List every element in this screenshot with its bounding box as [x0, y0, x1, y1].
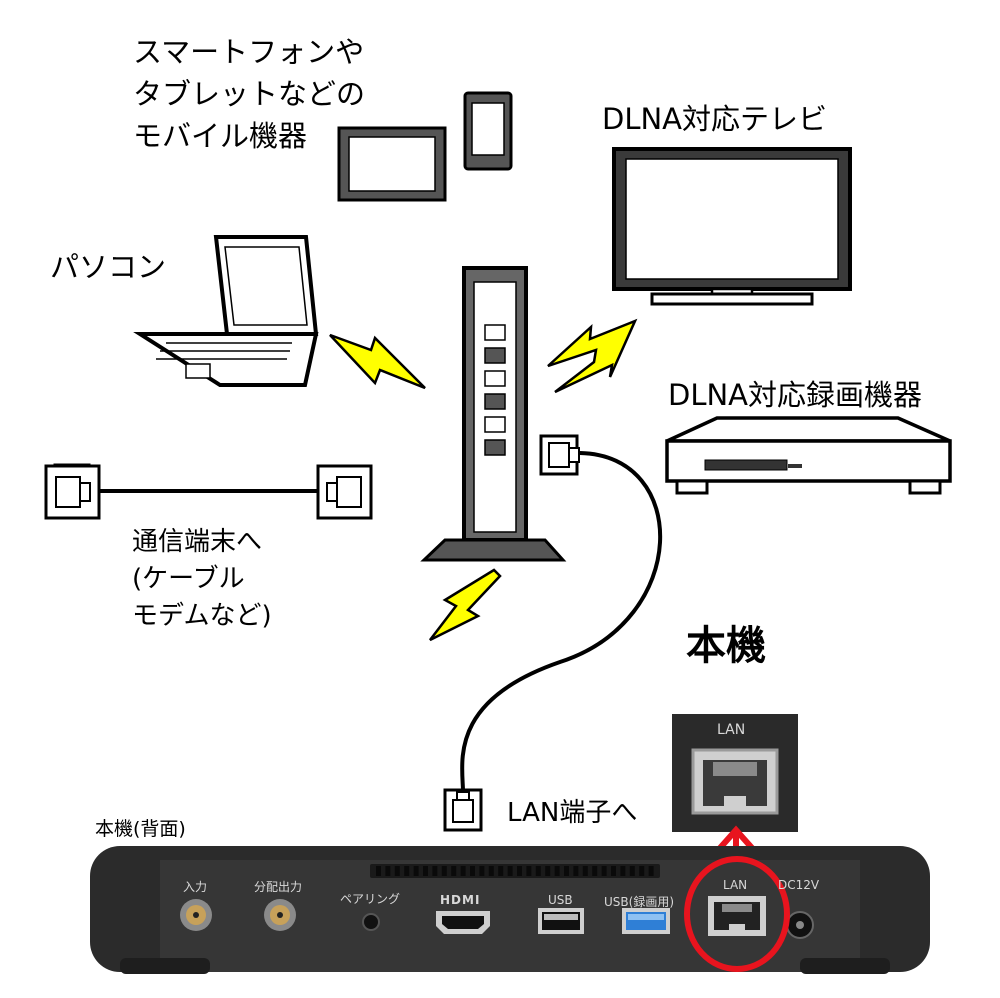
vent-slot [582, 866, 588, 876]
vent-slot [394, 866, 400, 876]
vent-slot [498, 866, 504, 876]
vent-slot [488, 866, 494, 876]
vent-slot [385, 866, 391, 876]
rj45-plug-icon [443, 788, 483, 832]
vent-slot [423, 866, 428, 876]
lan-cable-label: LAN端子へ [507, 798, 638, 828]
vent-slot [629, 866, 635, 876]
vent-slot [479, 866, 485, 876]
vent-slot [376, 866, 381, 876]
tablet-icon [337, 126, 447, 202]
dc-port [786, 911, 814, 939]
usb-port [538, 908, 584, 934]
modem-label-line2: (ケーブル [132, 564, 245, 594]
tv-label: DLNA対応テレビ [602, 102, 828, 136]
vent-slot [601, 866, 607, 876]
tv-icon [612, 147, 852, 306]
vent-slot [554, 866, 560, 876]
lan-cable [443, 434, 663, 832]
usb-rec-port [622, 908, 670, 934]
vent-slot [460, 866, 466, 876]
vent-slot [648, 866, 654, 876]
vent-slot [564, 866, 569, 876]
lan-port [708, 896, 766, 936]
vent-slot [470, 866, 475, 876]
port-label-split-out: 分配出力 [254, 880, 303, 894]
port-label-pairing: ペアリング [340, 892, 401, 906]
vent-slots [376, 866, 654, 876]
rj45-plug-icon [539, 434, 580, 476]
port-label-input: 入力 [183, 880, 208, 894]
hdmi-port [436, 911, 490, 934]
port-label-lan: LAN [723, 878, 748, 892]
device-label: 本機 [686, 623, 766, 669]
port-label-usb: USB [548, 893, 573, 907]
vent-slot [413, 866, 419, 876]
modem-cable [44, 463, 373, 520]
recorder-label: DLNA対応録画機器 [668, 378, 923, 412]
vent-slot [517, 866, 522, 876]
rear-title: 本機(背面) [95, 818, 186, 840]
lan-port-inset [672, 714, 798, 832]
pc-label: パソコン [50, 250, 167, 284]
vent-slot [545, 866, 551, 876]
vent-slot [441, 866, 447, 876]
mobile-label-line2: タブレットなどの [133, 77, 366, 111]
recorder-icon [665, 416, 952, 495]
modem-label-line1: 通信端末へ [132, 527, 263, 557]
port-label-usb-rec: USB(録画用) [604, 895, 674, 909]
router-icon [420, 266, 567, 562]
lan-highlight-circle [684, 856, 790, 972]
coax-output-port [264, 899, 296, 931]
vent-slot [507, 866, 513, 876]
port-label-dc: DC12V [778, 878, 820, 892]
port-label-hdmi: HDMI [440, 893, 481, 907]
vent-slot [611, 866, 616, 876]
vent-slot [432, 866, 438, 876]
vent-slot [620, 866, 626, 876]
vent-slot [404, 866, 410, 876]
vent-slot [592, 866, 598, 876]
smartphone-icon [463, 91, 513, 171]
vent-slot [451, 866, 457, 876]
vent-slot [526, 866, 532, 876]
vent-slot [535, 866, 541, 876]
vent-slot [639, 866, 645, 876]
modem-label-line3: モデムなど) [132, 601, 272, 631]
mobile-label-line3: モバイル機器 [133, 119, 308, 153]
device-rear-body [90, 846, 930, 974]
inset-lan-label: LAN [717, 722, 746, 738]
lightning-icon [329, 318, 638, 642]
coax-input-port [180, 899, 212, 931]
vent-slot [573, 866, 579, 876]
pairing-button [362, 913, 380, 931]
mobile-label-line1: スマートフォンや [133, 35, 365, 69]
laptop-icon [133, 235, 319, 387]
